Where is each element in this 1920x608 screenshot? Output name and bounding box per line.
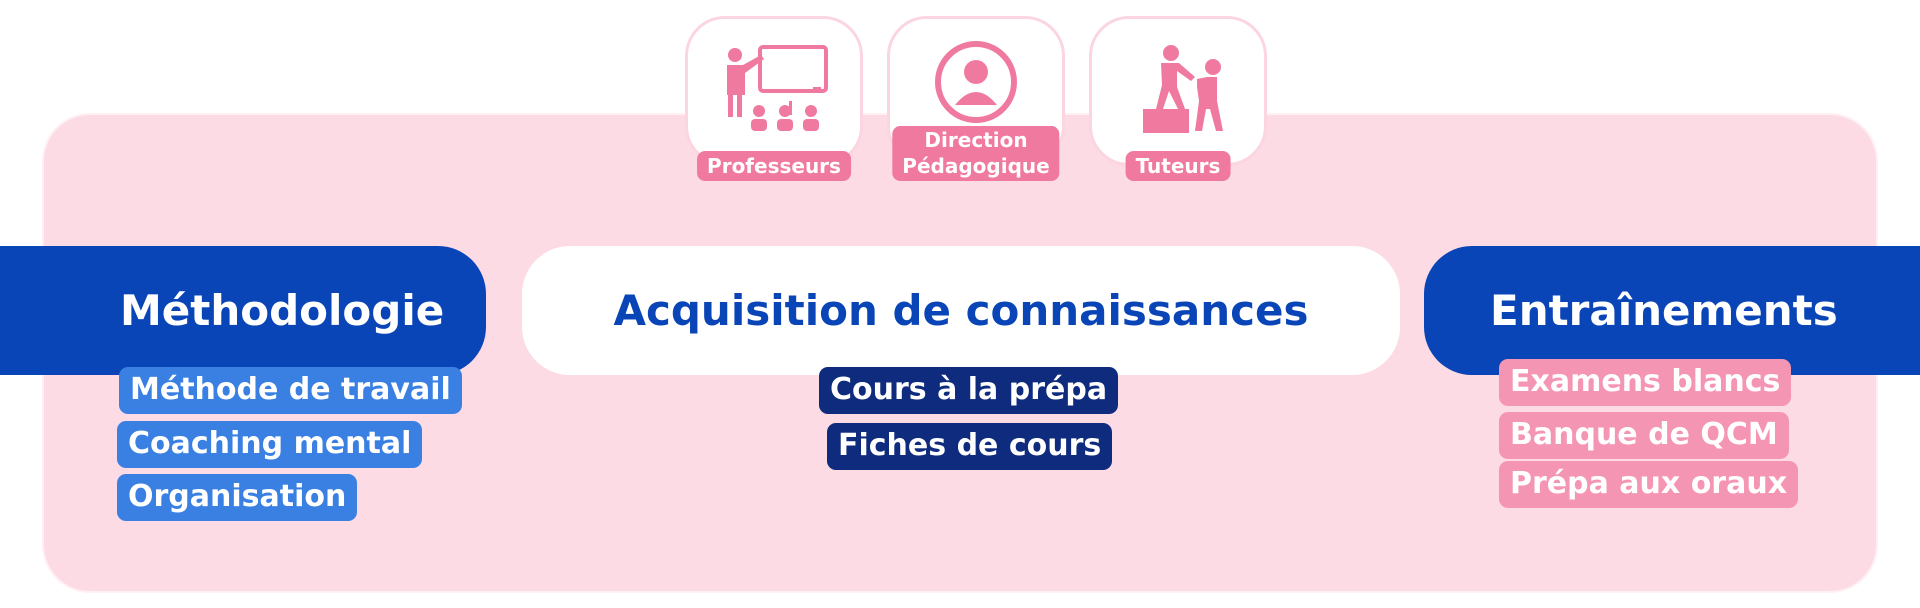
role-card-tuteurs: Tuteurs <box>1089 16 1267 181</box>
tag-methode-de-travail: Méthode de travail <box>119 367 462 414</box>
tag-prepa-aux-oraux: Prépa aux oraux <box>1499 461 1799 508</box>
user-circle-icon <box>935 41 1017 123</box>
role-label-line2: Pédagogique <box>902 154 1050 178</box>
role-card-direction: Direction Pédagogique <box>887 16 1065 181</box>
role-label-line1: Direction <box>924 128 1028 152</box>
tag-cours-a-la-prepa: Cours à la prépa <box>819 367 1119 414</box>
tag-fiches-de-cours: Fiches de cours <box>827 423 1113 470</box>
tag-organisation: Organisation <box>117 474 358 521</box>
role-label-direction: Direction Pédagogique <box>892 126 1060 181</box>
helping-hand-climb-icon <box>1143 45 1223 133</box>
tag-banque-de-qcm: Banque de QCM <box>1499 412 1789 459</box>
tag-coaching-mental: Coaching mental <box>117 421 423 468</box>
header-methodologie: Méthodologie <box>0 246 486 375</box>
role-label-professeurs: Professeurs <box>697 151 851 181</box>
role-card-professeurs: Professeurs <box>685 16 863 181</box>
tag-examens-blancs: Examens blancs <box>1499 359 1792 406</box>
teacher-classroom-icon <box>727 45 828 131</box>
section-title-entrainements: Entraînements <box>1490 286 1838 335</box>
section-title-methodologie: Méthodologie <box>120 286 445 335</box>
section-title-acquisition: Acquisition de connaissances <box>613 286 1309 335</box>
header-entrainements: Entraînements <box>1424 246 1920 375</box>
header-acquisition: Acquisition de connaissances <box>522 246 1400 375</box>
role-label-tuteurs: Tuteurs <box>1125 151 1231 181</box>
